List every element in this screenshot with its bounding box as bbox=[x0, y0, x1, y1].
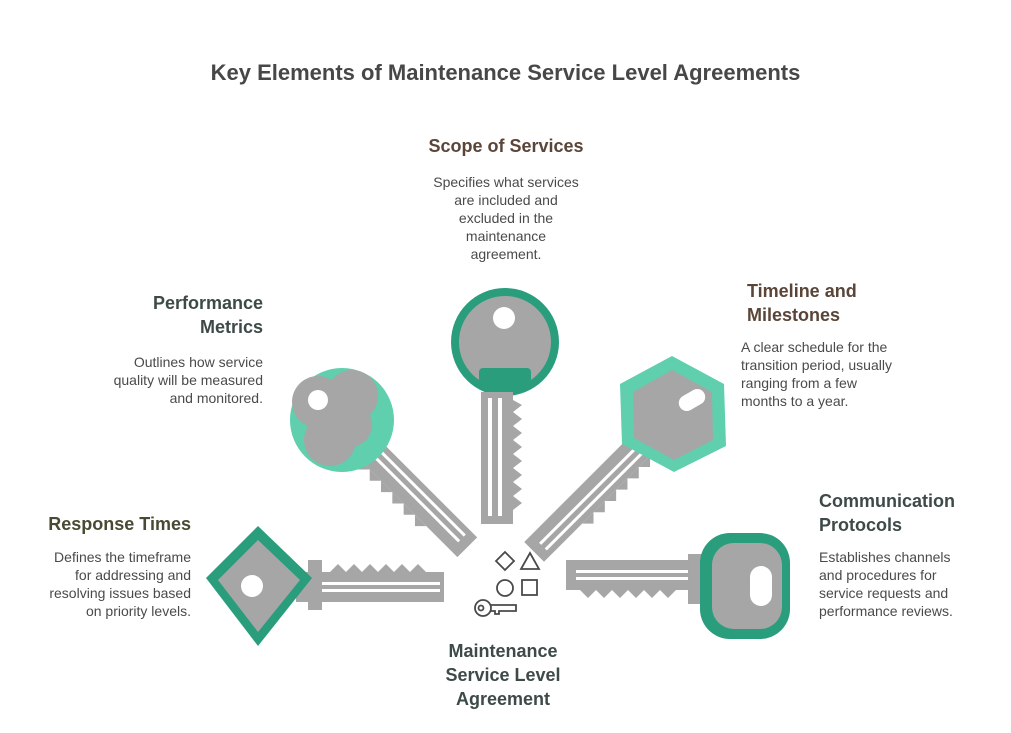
scope-description: Specifies what services are included and… bbox=[433, 174, 579, 262]
response-heading: Response Times bbox=[48, 514, 191, 534]
performance-heading: Performance Metrics bbox=[152, 293, 263, 337]
center-label: Maintenance Service Level Agreement bbox=[445, 641, 561, 709]
key-icon bbox=[474, 599, 517, 617]
response-key-icon bbox=[206, 526, 444, 646]
performance-key-icon bbox=[290, 368, 478, 558]
scope-key-icon bbox=[451, 288, 559, 524]
circle-icon bbox=[496, 579, 514, 597]
diamond-icon bbox=[494, 550, 516, 572]
communication-description: Establishes channels and procedures for … bbox=[819, 549, 953, 619]
timeline-description: A clear schedule for the transition peri… bbox=[741, 339, 892, 409]
performance-description: Outlines how service quality will be mea… bbox=[113, 354, 263, 406]
triangle-icon bbox=[519, 551, 541, 570]
communication-key-icon bbox=[566, 533, 790, 639]
communication-heading: Communication Protocols bbox=[819, 491, 956, 535]
timeline-heading: Timeline and Milestones bbox=[747, 281, 857, 325]
square-icon bbox=[521, 579, 538, 596]
center-icons bbox=[474, 550, 541, 617]
response-description: Defines the timeframe for addressing and… bbox=[49, 549, 191, 619]
scope-heading: Scope of Services bbox=[428, 136, 584, 156]
timeline-key-icon bbox=[524, 356, 726, 562]
diagram-title: Key Elements of Maintenance Service Leve… bbox=[210, 60, 801, 85]
